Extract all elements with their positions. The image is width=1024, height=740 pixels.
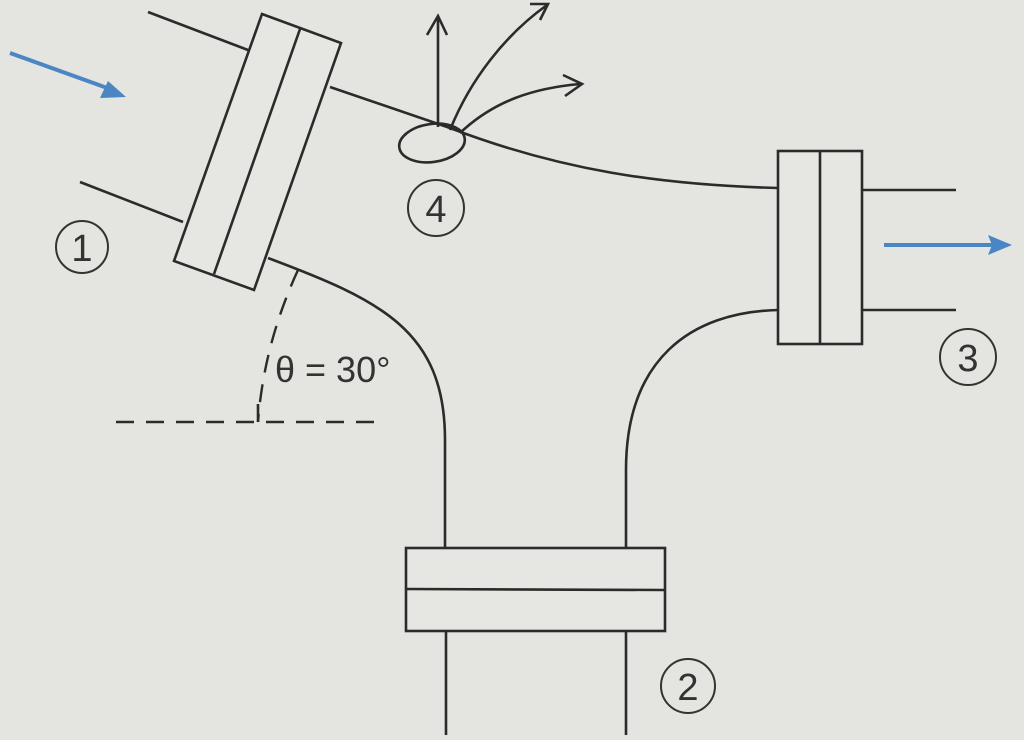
outlet-flow-arrow — [884, 235, 1012, 255]
leak-hole — [397, 122, 467, 164]
branch-left-wall — [267, 256, 447, 548]
branch-right-wall — [624, 308, 779, 548]
svg-text:4: 4 — [425, 189, 446, 231]
station-label-4: 4 — [407, 179, 465, 237]
station-label-2: 2 — [660, 658, 716, 714]
station-label-1: 1 — [55, 220, 109, 274]
leak-flow-arrows — [425, 2, 585, 134]
main-upper-wall — [329, 85, 779, 190]
angle-arc — [256, 269, 300, 423]
outlet-flange — [776, 149, 864, 346]
inlet-pipe-upper-wall — [147, 10, 249, 52]
svg-text:1: 1 — [71, 228, 92, 270]
inlet-pipe-lower-wall — [79, 180, 184, 224]
svg-text:2: 2 — [677, 667, 698, 709]
svg-text:3: 3 — [957, 338, 978, 380]
station-label-3: 3 — [939, 328, 997, 386]
branch-flange — [404, 546, 667, 633]
angle-label: θ = 30° — [275, 349, 391, 390]
inlet-flange — [172, 12, 343, 292]
inlet-flow-arrow — [9, 51, 126, 98]
